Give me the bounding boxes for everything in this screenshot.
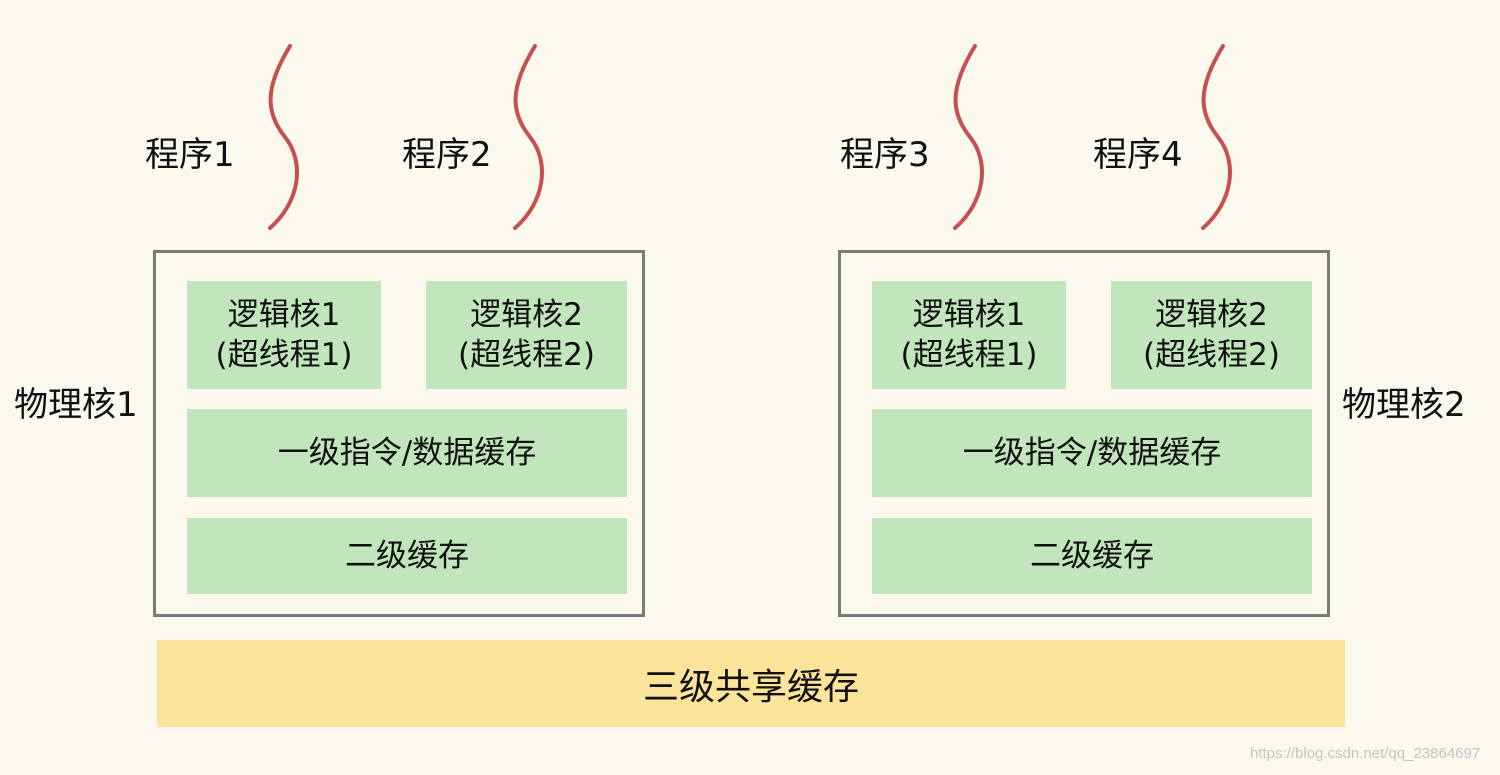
core-1-logical-core-1: 逻辑核1 (超线程1) (187, 281, 381, 389)
l2-cache-label: 二级缓存 (1030, 538, 1154, 574)
hyperthread-name: (超线程1) (215, 337, 353, 373)
core-2-logical-core-1: 逻辑核1 (超线程1) (872, 281, 1066, 389)
l1-cache-label: 一级指令/数据缓存 (962, 435, 1222, 471)
core-1-l1-cache: 一级指令/数据缓存 (187, 409, 627, 497)
program-3-label: 程序3 (840, 135, 930, 175)
l2-cache-label: 二级缓存 (345, 538, 469, 574)
hyperthread-name: (超线程1) (900, 337, 1038, 373)
logical-core-name: 逻辑核1 (912, 297, 1026, 333)
physical-core-1-label: 物理核1 (14, 385, 138, 425)
core-2-logical-core-2: 逻辑核2 (超线程2) (1111, 281, 1312, 389)
l1-cache-label: 一级指令/数据缓存 (277, 435, 537, 471)
program-2-label: 程序2 (402, 135, 492, 175)
program-1-thread-line (268, 44, 299, 230)
l3-shared-cache: 三级共享缓存 (157, 640, 1345, 727)
program-1-label: 程序1 (145, 135, 235, 175)
physical-core-2-label: 物理核2 (1342, 385, 1466, 425)
hyperthread-name: (超线程2) (1143, 337, 1280, 373)
program-2-thread-line (513, 44, 544, 230)
core-2-l2-cache: 二级缓存 (872, 518, 1312, 594)
logical-core-name: 逻辑核2 (470, 297, 583, 333)
watermark-url: https://blog.csdn.net/qq_23864697 (1250, 745, 1481, 762)
core-1-logical-core-2: 逻辑核2 (超线程2) (426, 281, 627, 389)
physical-core-2-box (838, 250, 1330, 617)
logical-core-name: 逻辑核2 (1155, 297, 1268, 333)
program-4-thread-line (1201, 44, 1232, 230)
physical-core-1-box (153, 250, 645, 617)
program-4-label: 程序4 (1093, 135, 1183, 175)
program-3-thread-line (953, 44, 984, 230)
core-1-l2-cache: 二级缓存 (187, 518, 627, 594)
logical-core-name: 逻辑核1 (227, 297, 341, 333)
hyperthread-name: (超线程2) (458, 337, 595, 373)
l3-cache-label: 三级共享缓存 (642, 666, 859, 708)
core-2-l1-cache: 一级指令/数据缓存 (872, 409, 1312, 497)
